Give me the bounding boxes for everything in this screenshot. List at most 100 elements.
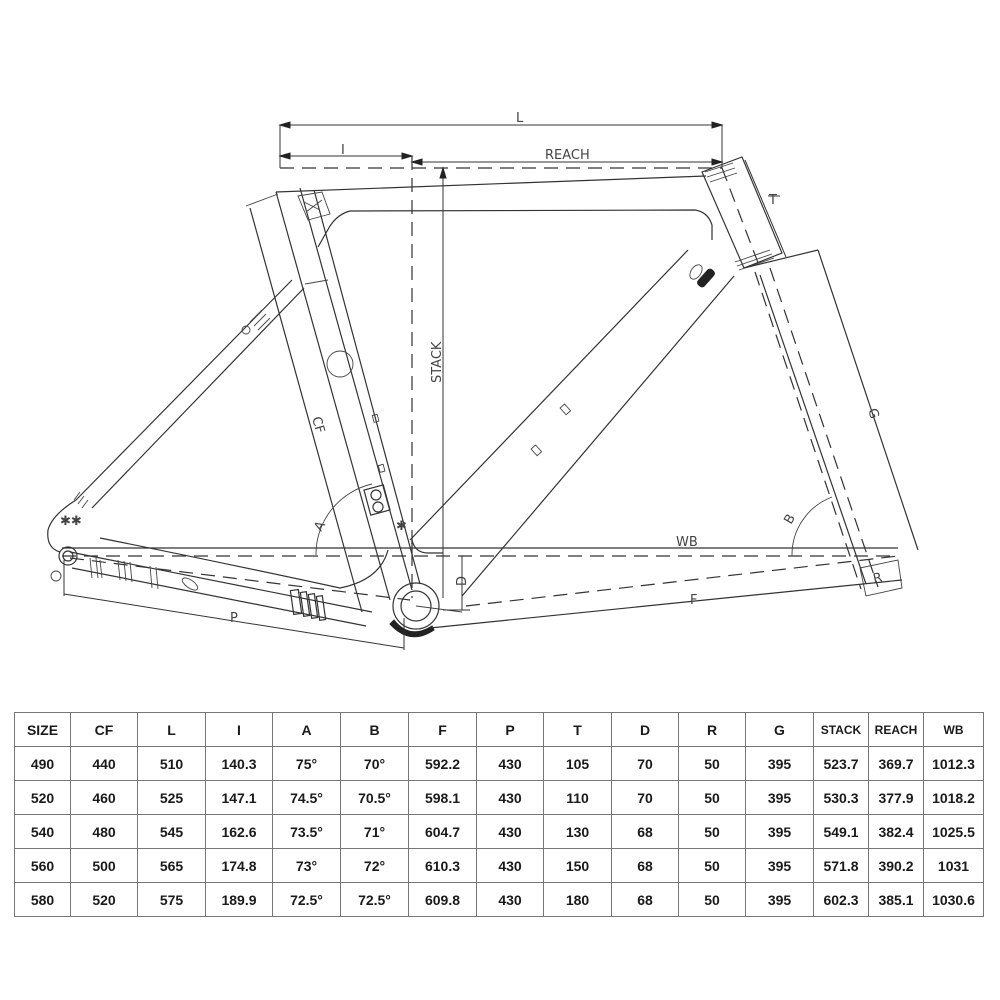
table-cell: 68: [611, 814, 679, 849]
table-cell: 602.3: [813, 882, 869, 917]
top-tube: [275, 175, 713, 248]
table-cell: 70.5°: [340, 780, 409, 815]
label-T: T: [768, 193, 777, 208]
table-cell: 604.7: [408, 814, 477, 849]
table-cell: 520: [14, 780, 71, 815]
col-header: L: [137, 712, 206, 747]
frame-geometry-diagram: L I REACH STACK WB: [47, 111, 919, 650]
table-cell: 110: [543, 780, 612, 815]
table-cell: 430: [476, 848, 544, 883]
table-cell: 1012.3: [923, 746, 984, 781]
label-G: G: [864, 407, 881, 421]
table-cell: 430: [476, 780, 544, 815]
table-row: 560 500 565 174.8 73° 72° 610.3 430 150 …: [14, 848, 984, 883]
col-header: WB: [923, 712, 984, 747]
label-P: P: [230, 611, 238, 626]
table-cell: 140.3: [205, 746, 273, 781]
table-cell: 369.7: [868, 746, 924, 781]
table-cell: 545: [137, 814, 206, 849]
table-cell: 68: [611, 882, 679, 917]
table-cell: 500: [70, 848, 138, 883]
table-cell: 520: [70, 882, 138, 917]
dimension-stack: STACK: [430, 166, 447, 598]
table-cell: 50: [678, 814, 746, 849]
table-cell: 395: [745, 882, 814, 917]
col-header: P: [476, 712, 544, 747]
table-cell: 174.8: [205, 848, 273, 883]
table-cell: 162.6: [205, 814, 273, 849]
cable-guide-mark: ✱: [396, 519, 407, 534]
table-cell: 610.3: [408, 848, 477, 883]
col-header: SIZE: [14, 712, 71, 747]
geometry-table: SIZE CF L I A B F P T D R G STACK REACH …: [14, 712, 984, 917]
col-header: D: [611, 712, 679, 747]
dimension-F: F: [429, 555, 903, 629]
table-cell: 72.5°: [340, 882, 409, 917]
dimension-reach: REACH: [410, 148, 724, 166]
seat-tube: ✱ CF A: [245, 187, 421, 613]
table-cell: 575: [137, 882, 206, 917]
table-cell: 390.2: [868, 848, 924, 883]
col-header: STACK: [813, 712, 869, 747]
col-header: REACH: [868, 712, 924, 747]
table-cell: 50: [678, 848, 746, 883]
label-L: L: [516, 111, 524, 126]
bottom-bracket: [389, 582, 463, 638]
label-R: R: [872, 570, 884, 587]
table-cell: 549.1: [813, 814, 869, 849]
dimension-L: L: [278, 111, 724, 168]
table-cell: 580: [14, 882, 71, 917]
table-cell: 73.5°: [272, 814, 341, 849]
table-cell: 385.1: [868, 882, 924, 917]
table-cell: 430: [476, 882, 544, 917]
table-row: 540 480 545 162.6 73.5° 71° 604.7 430 13…: [14, 814, 984, 849]
table-cell: 430: [476, 746, 544, 781]
table-row: 490 440 510 140.3 75° 70° 592.2 430 105 …: [14, 746, 984, 781]
table-cell: 592.2: [408, 746, 477, 781]
table-cell: 565: [137, 848, 206, 883]
table-cell: 70°: [340, 746, 409, 781]
dropout-mark: ✱✱: [60, 514, 82, 529]
table-cell: 50: [678, 746, 746, 781]
col-header: R: [678, 712, 746, 747]
table-cell: 430: [476, 814, 544, 849]
table-cell: 130: [543, 814, 612, 849]
label-B: B: [781, 512, 798, 527]
col-header: G: [745, 712, 814, 747]
table-cell: 50: [678, 780, 746, 815]
chain-stay: [50, 537, 411, 627]
table-cell: 382.4: [868, 814, 924, 849]
label-CF: CF: [308, 415, 327, 435]
table-cell: 75°: [272, 746, 341, 781]
col-header: B: [340, 712, 409, 747]
table-cell: 72.5°: [272, 882, 341, 917]
table-cell: 150: [543, 848, 612, 883]
label-A: A: [311, 519, 328, 534]
table-row: 580 520 575 189.9 72.5° 72.5° 609.8 430 …: [14, 882, 984, 917]
table-cell: 1018.2: [923, 780, 984, 815]
table-cell: 189.9: [205, 882, 273, 917]
seat-stay: ✱✱: [47, 279, 305, 553]
table-cell: 1025.5: [923, 814, 984, 849]
table-cell: 395: [745, 746, 814, 781]
table-cell: 1031: [923, 848, 984, 883]
label-WB: WB: [676, 535, 698, 550]
col-header: F: [408, 712, 477, 747]
col-header: T: [543, 712, 612, 747]
table-cell: 571.8: [813, 848, 869, 883]
dimension-I: I: [278, 143, 414, 160]
table-cell: 50: [678, 882, 746, 917]
table-cell: 560: [14, 848, 71, 883]
table-cell: 68: [611, 848, 679, 883]
label-D: D: [455, 576, 470, 586]
dimension-P: P: [63, 560, 405, 650]
table-cell: 70: [611, 746, 679, 781]
table-cell: 609.8: [408, 882, 477, 917]
table-cell: 377.9: [868, 780, 924, 815]
table-cell: 395: [745, 848, 814, 883]
table-cell: 105: [543, 746, 612, 781]
table-cell: 147.1: [205, 780, 273, 815]
table-cell: 72°: [340, 848, 409, 883]
table-cell: 70: [611, 780, 679, 815]
table-cell: 530.3: [813, 780, 869, 815]
